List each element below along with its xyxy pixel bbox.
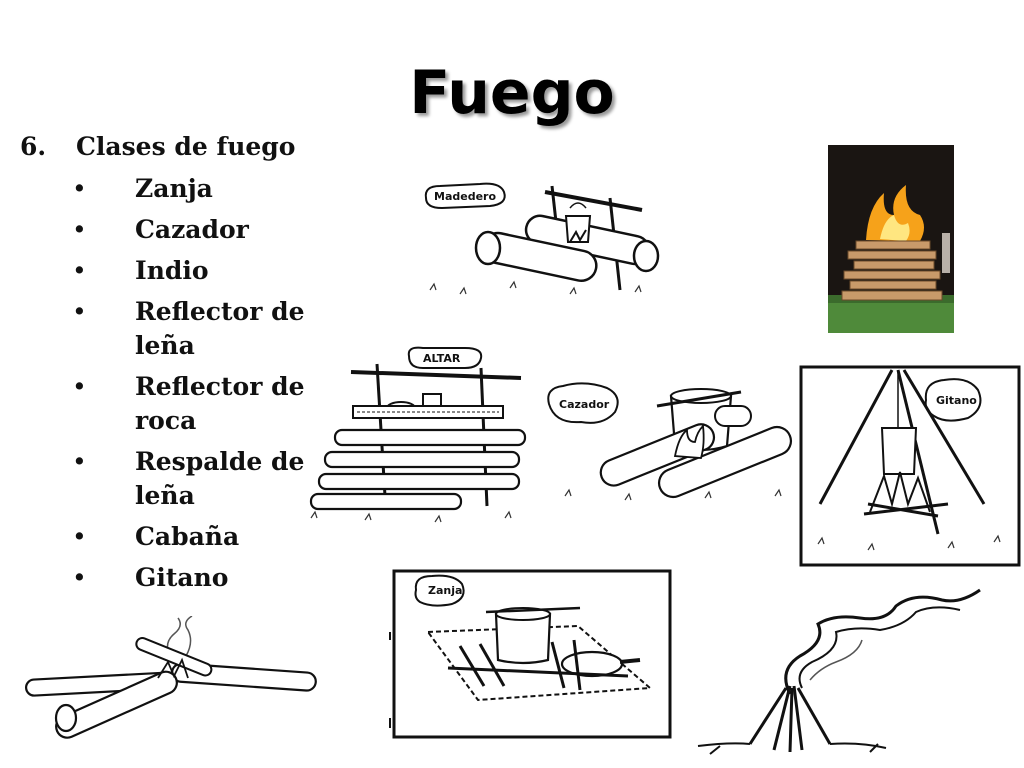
log-stack-icon [309,428,527,511]
flame-icon [866,185,924,241]
smoke-icon [784,588,981,695]
bullet-icon: • [72,215,87,244]
list-item-label: Reflector de roca [135,372,305,435]
list-item-label: Indio [135,256,209,285]
bullet-icon: • [72,174,87,203]
section-title: Clases de fuego [76,132,296,161]
indio-fire-illustration [24,616,317,739]
cazador-label: Cazador [559,398,610,411]
pot-icon [494,612,552,665]
list-item: • Zanja [72,172,312,206]
bullet-icon: • [72,563,87,592]
label-cloud-icon [414,574,465,607]
list-item: • Gitano [72,561,312,595]
log-stack-icon [841,240,943,301]
list-item-label: Cazador [135,215,249,244]
log-icon [135,637,213,677]
pot-icon [880,427,918,475]
altar-label: ALTAR [423,352,461,365]
list-item-label: Respalde de leña [135,447,305,510]
smoking-fire-illustration [697,588,981,755]
cazador-fire-illustration: Cazador [547,382,793,501]
section-heading: 6. Clases de fuego [20,132,295,161]
log-icon [714,405,752,427]
bullet-icon: • [72,447,87,476]
flame-icon [869,471,931,513]
slide-title: Fuego [409,58,615,128]
list-item: • Indio [72,254,312,288]
flame-icon [157,657,189,679]
label-cloud-icon [407,346,483,369]
fire-types-list: • Zanja • Cazador • Indio • Reflector de leñ… [72,172,312,602]
bullet-icon: • [72,372,87,401]
list-item: • Cabaña [72,520,312,554]
bullet-icon: • [72,522,87,551]
campfire-photo [828,145,954,333]
list-item: • Reflector de leña [72,295,312,363]
tipi-fire-icon [748,685,832,753]
zanja-label: Zanja [428,584,462,597]
zanja-fire-illustration: Zanja [389,569,672,739]
pot-icon [564,215,592,243]
list-item: • Cazador [72,213,312,247]
label-cloud-icon [424,182,506,210]
bullet-icon: • [72,256,87,285]
list-item: • Reflector de roca [72,370,312,438]
madedero-fire-illustration: Madedero [424,182,660,295]
bullet-icon: • [72,297,87,326]
gitano-label: Gitano [936,394,977,407]
list-item-label: Gitano [135,563,229,592]
madedero-label: Madedero [434,190,496,203]
list-item-label: Cabaña [135,522,240,551]
section-number: 6. [20,132,47,161]
list-item-label: Reflector de leña [135,297,305,360]
gitano-fire-illustration: Gitano [799,365,1021,567]
log-icon [55,670,178,739]
flame-icon [673,424,705,459]
list-item-label: Zanja [135,174,213,203]
label-cloud-icon [547,382,619,424]
list-item: • Respalde de leña [72,445,312,513]
altar-fire-illustration: ALTAR [309,346,527,523]
log-icon [657,425,793,499]
